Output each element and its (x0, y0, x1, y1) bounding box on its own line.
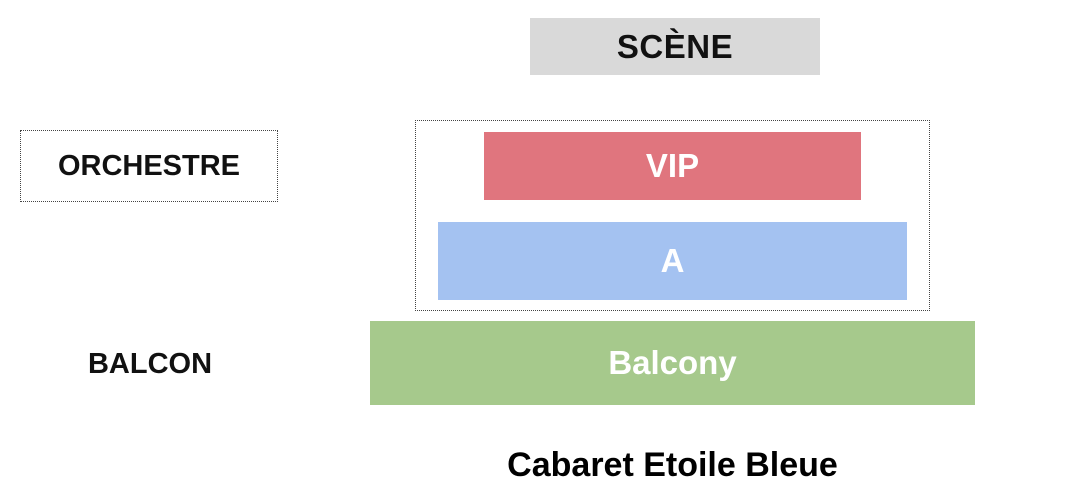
zone-vip[interactable]: VIP (484, 132, 861, 200)
stage-block: SCÈNE (530, 18, 820, 75)
zone-a[interactable]: A (438, 222, 907, 300)
zone-balcony[interactable]: Balcony (370, 321, 975, 405)
balcon-section-label: BALCON (87, 347, 213, 380)
venue-title: Cabaret Etoile Bleue (507, 446, 838, 484)
orchestre-section-label: ORCHESTRE (20, 130, 278, 202)
orchestre-zones-container: VIP A (415, 120, 930, 311)
